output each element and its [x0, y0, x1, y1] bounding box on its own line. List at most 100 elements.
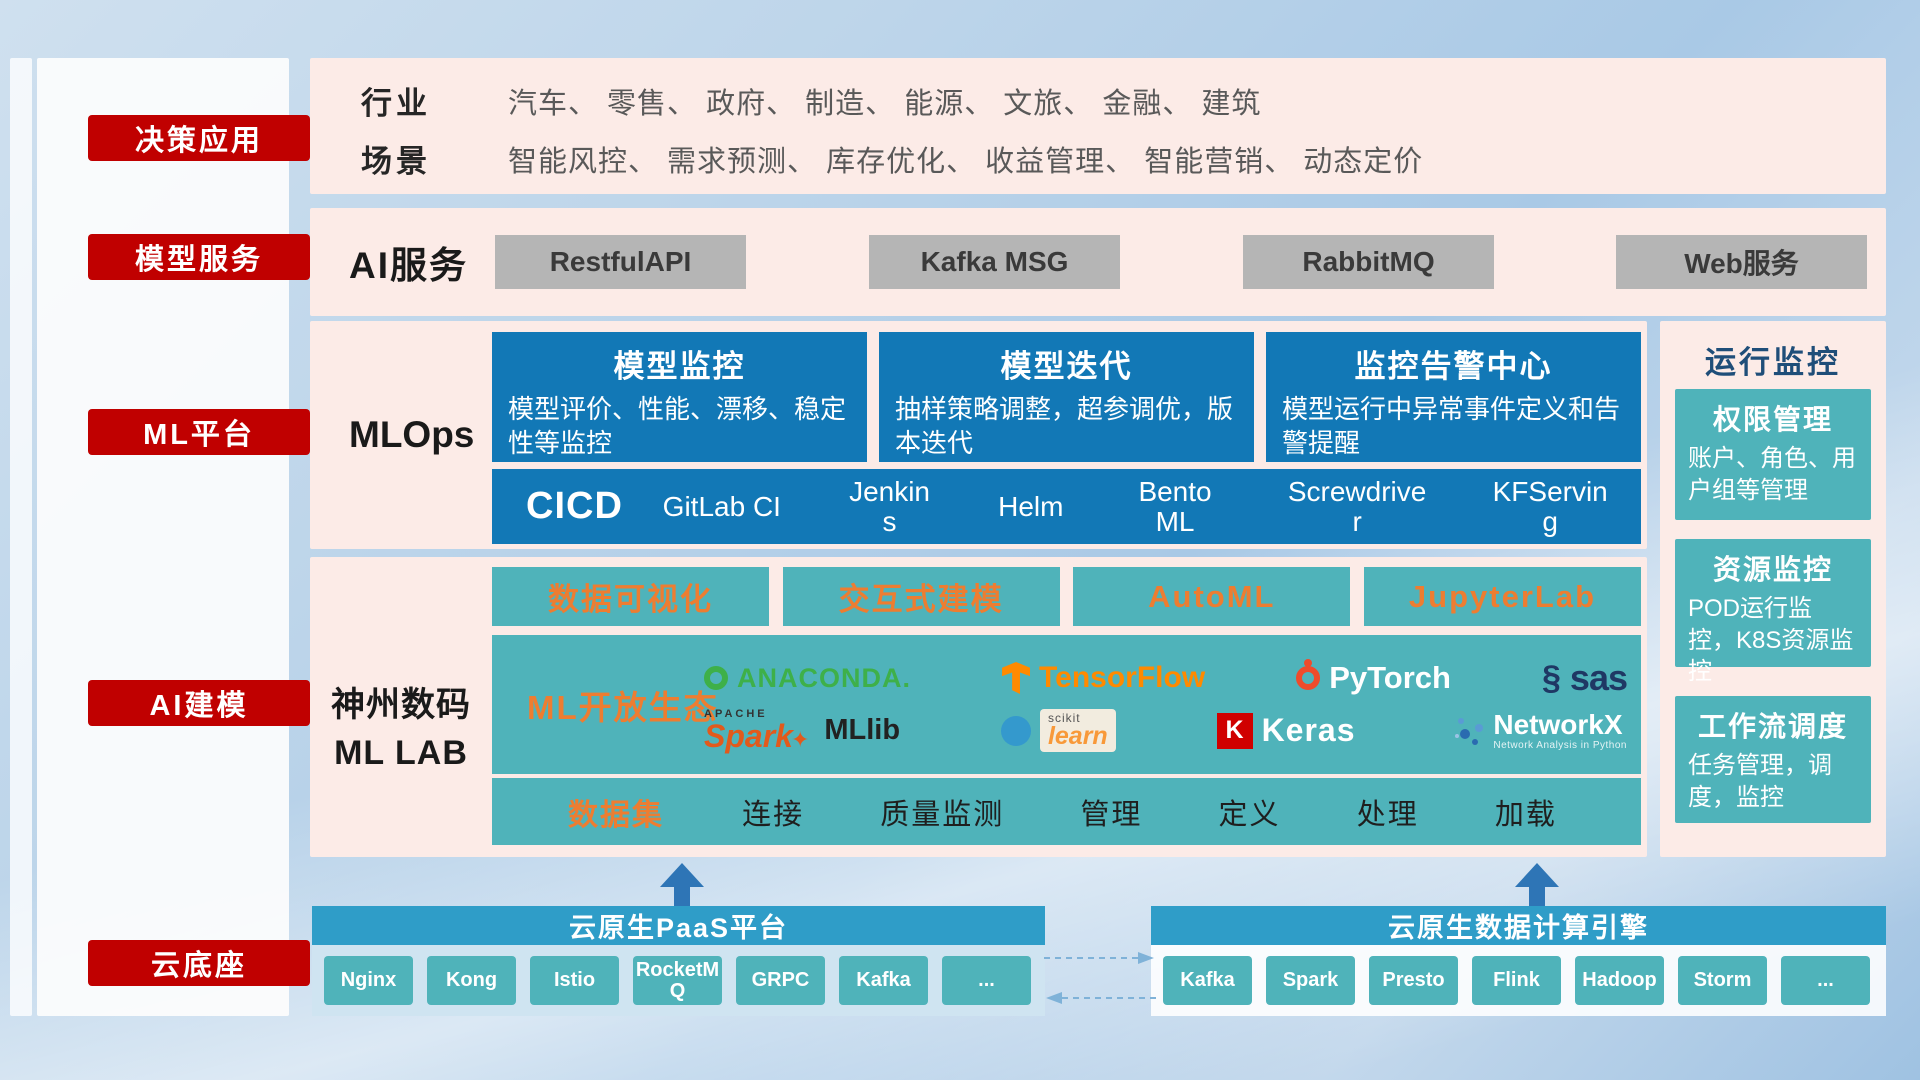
engine-body: Kafka Spark Presto Flink Hadoop Storm ..… [1151, 945, 1886, 1016]
ai-service-label: AI服务 [349, 245, 468, 286]
scikit-learn-logo: scikit learn [1000, 709, 1116, 752]
engine-chip-more: ... [1781, 956, 1870, 1005]
engine-chip-spark: Spark [1266, 956, 1355, 1005]
tool-jupyterlab: JupyterLab [1363, 567, 1641, 626]
networkx-wordmark: NetworkX Network Analysis in Python [1493, 709, 1627, 752]
exchange-arrows [1044, 952, 1156, 1004]
card-desc: 任务管理，调度，监控 [1688, 752, 1832, 811]
paas-chip-kafka: Kafka [839, 956, 928, 1005]
sidebar-item-cloud-base: 云底座 [88, 940, 310, 986]
sidebar-item-decision-apps: 决策应用 [88, 115, 310, 161]
scikit-learn-wordmark: scikit learn [1039, 709, 1116, 752]
dataset-items: 连接 质量监测 管理 定义 处理 加载 [704, 791, 1595, 833]
keras-icon: K [1216, 712, 1253, 749]
anaconda-icon [704, 666, 728, 690]
tool-automl: AutoML [1073, 567, 1351, 626]
scikit-text: scikit [1047, 711, 1081, 725]
ai-service-panel: AI服务 RestfulAPI Kafka MSG RabbitMQ Web服务 [310, 208, 1886, 316]
tensorflow-logo: TensorFlow [1002, 661, 1205, 695]
logo-row-2: APACHE Spark✦ MLlib scikit learn K Keras [704, 709, 1627, 752]
spark-star-icon: ✦ [790, 727, 810, 752]
tool-data-visualization: 数据可视化 [492, 567, 769, 626]
mllab-label-line1: 神州数码 [331, 686, 471, 724]
anaconda-logo: ANACONDA. [704, 663, 911, 694]
sidebar-item-ai-modeling: AI建模 [88, 680, 310, 726]
scikit-learn-icon [1000, 715, 1031, 746]
engine-header: 云原生数据计算引擎 [1151, 906, 1886, 945]
keras-logo: K Keras [1216, 712, 1356, 749]
permission-card: 权限管理 账户、角色、用户组等管理 [1675, 389, 1871, 520]
paas-chip-kong: Kong [427, 956, 516, 1005]
up-arrow-engine [1515, 863, 1559, 906]
card-desc: POD运行监控，K8S资源监控 [1688, 595, 1854, 686]
card-title: 工作流调度 [1697, 711, 1848, 742]
paas-chip-istio: Istio [530, 956, 619, 1005]
ai-service-web: Web服务 [1616, 235, 1867, 289]
cicd-label: CICD [526, 485, 623, 527]
mllib-text: MLlib [824, 714, 901, 746]
dataset-manage: 管理 [1080, 798, 1143, 831]
paas-header: 云原生PaaS平台 [312, 906, 1045, 945]
ml-ecosystem-box: ML开放生态 ANACONDA. TensorFlow PyTorch § sa… [492, 635, 1641, 774]
cicd-helm: Helm [998, 490, 1064, 522]
paas-chip-rocketmq: RocketMQ [633, 956, 722, 1005]
logo-row-1: ANACONDA. TensorFlow PyTorch § sas [704, 657, 1628, 699]
mllab-panel: 神州数码 ML LAB 数据可视化 交互式建模 AutoML JupyterLa… [310, 557, 1647, 857]
sidebar-panel: 决策应用 模型服务 ML平台 AI建模 云底座 [37, 58, 310, 1016]
card-desc: 账户、角色、用户组等管理 [1688, 445, 1856, 504]
dataset-connect: 连接 [742, 798, 805, 831]
ai-service-restfulapi: RestfulAPI [495, 235, 746, 289]
engine-chip-hadoop: Hadoop [1575, 956, 1664, 1005]
networkx-icon [1460, 729, 1471, 740]
mllab-tools: 数据可视化 交互式建模 AutoML JupyterLab [492, 567, 1641, 626]
sidebar-item-model-service: 模型服务 [88, 234, 310, 280]
industry-label: 行业 [361, 86, 431, 121]
paas-chip-nginx: Nginx [324, 956, 413, 1005]
anaconda-text: ANACONDA. [737, 662, 911, 693]
cicd-kfserving: KFServing [1492, 476, 1608, 537]
pytorch-text: PyTorch [1329, 660, 1451, 695]
dataset-process: 处理 [1356, 798, 1419, 831]
dataset-load: 加载 [1494, 798, 1557, 831]
dataset-define: 定义 [1218, 798, 1281, 831]
business-panel: 行业 汽车、 零售、 政府、 制造、 能源、 文旅、 金融、 建筑 场景 智能风… [310, 58, 1886, 194]
cicd-screwdriver: Screwdriver [1287, 476, 1427, 537]
dataset-label: 数据集 [568, 798, 664, 832]
engine-chip-kafka: Kafka [1163, 956, 1252, 1005]
card-title: 模型监控 [613, 349, 746, 384]
card-title: 监控告警中心 [1354, 349, 1553, 384]
mlops-cards: 模型监控 模型评价、性能、漂移、稳定性等监控 模型迭代 抽样策略调整，超参调优，… [492, 332, 1641, 462]
up-arrow-paas [660, 863, 704, 906]
cicd-jenkins: Jenkins [849, 476, 930, 537]
spark-wordmark: APACHE Spark✦ [704, 708, 810, 754]
card-desc: 模型运行中异常事件定义和告警提醒 [1282, 394, 1621, 458]
scene-label: 场景 [361, 144, 431, 179]
left-accent-strip [10, 58, 32, 1016]
spark-text: Spark [704, 718, 793, 754]
workflow-schedule-card: 工作流调度 任务管理，调度，监控 [1675, 696, 1871, 823]
engine-chip-flink: Flink [1472, 956, 1561, 1005]
runtime-monitor-panel: 运行监控 权限管理 账户、角色、用户组等管理 资源监控 POD运行监控，K8S资… [1660, 321, 1886, 857]
alert-center-card: 监控告警中心 模型运行中异常事件定义和告警提醒 [1266, 332, 1641, 462]
industry-list: 汽车、 零售、 政府、 制造、 能源、 文旅、 金融、 建筑 [508, 88, 1262, 120]
spark-apache-text: APACHE [704, 708, 768, 720]
ai-service-kafka-msg: Kafka MSG [869, 235, 1120, 289]
mlops-panel: MLOps 模型监控 模型评价、性能、漂移、稳定性等监控 模型迭代 抽样策略调整… [310, 321, 1647, 549]
runtime-monitor-title: 运行监控 [1705, 345, 1841, 380]
card-desc: 抽样策略调整，超参调优，版本迭代 [895, 394, 1234, 458]
engine-chip-storm: Storm [1678, 956, 1767, 1005]
cicd-bar: CICD GitLab CI Jenkins Helm BentoML Scre… [492, 469, 1641, 544]
spark-mllib-logo: APACHE Spark✦ MLlib [704, 708, 901, 754]
sidebar-item-ml-platform: ML平台 [88, 409, 310, 455]
dataset-quality: 质量监测 [880, 798, 1005, 831]
paas-chip-grpc: GRPC [736, 956, 825, 1005]
mlops-label: MLOps [349, 414, 475, 455]
mllab-label: 神州数码 ML LAB [310, 682, 492, 777]
dataset-bar: 数据集 连接 质量监测 管理 定义 处理 加载 [492, 778, 1641, 845]
keras-text: Keras [1261, 712, 1356, 748]
cicd-gitlab-ci: GitLab CI [662, 490, 781, 522]
ecosystem-logos: ANACONDA. TensorFlow PyTorch § sas [704, 635, 1628, 774]
networkx-logo: NetworkX Network Analysis in Python [1456, 709, 1627, 752]
card-title: 模型迭代 [1000, 349, 1133, 384]
model-monitor-card: 模型监控 模型评价、性能、漂移、稳定性等监控 [492, 332, 867, 462]
